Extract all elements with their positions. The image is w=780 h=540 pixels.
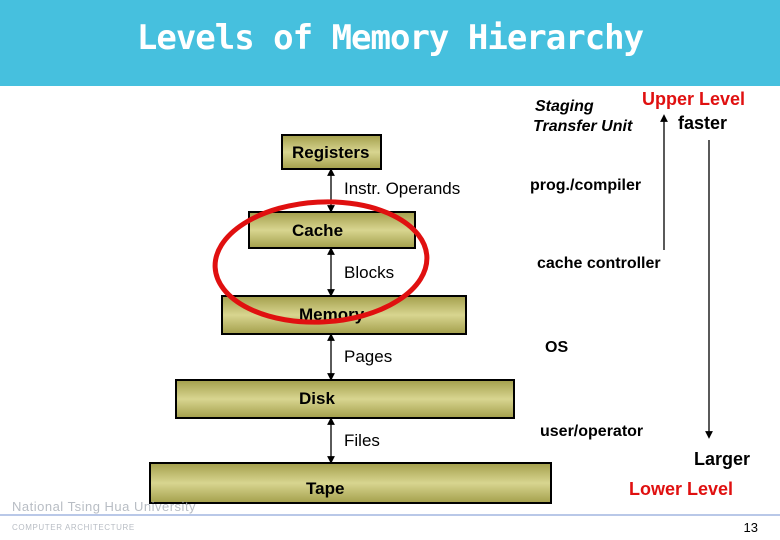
page-number: 13 [743,520,758,535]
lower-level-label: Lower Level [629,479,734,499]
user-operator-label: user/operator [540,423,644,440]
larger-label: Larger [694,449,751,469]
transfer-unit-label: Transfer Unit [533,118,633,135]
tape-box [149,462,552,504]
footer-university: National Tsing Hua University [12,499,197,514]
blocks-label: Blocks [344,263,395,282]
instr-operands-label: Instr. Operands [344,179,461,198]
footer-divider [0,514,780,516]
tape-label: Tape [306,479,345,498]
cache-controller-label: cache controller [537,255,661,272]
cache-label: Cache [292,221,344,240]
prog-compiler-label: prog./compiler [530,177,642,194]
os-label: OS [545,339,569,356]
pages-label: Pages [344,347,393,366]
footer-department: COMPUTER ARCHITECTURE [12,523,135,532]
cache-highlight-ellipse [212,199,430,325]
faster-label: faster [678,113,728,133]
slide-title: Levels of Memory Hierarchy [136,18,644,58]
upper-level-label: Upper Level [642,89,746,109]
registers-label: Registers [292,143,370,162]
disk-label: Disk [299,389,335,408]
title-bar [0,0,780,86]
staging-label: Staging [535,98,594,115]
disk-box [175,379,515,419]
files-label: Files [344,431,380,450]
